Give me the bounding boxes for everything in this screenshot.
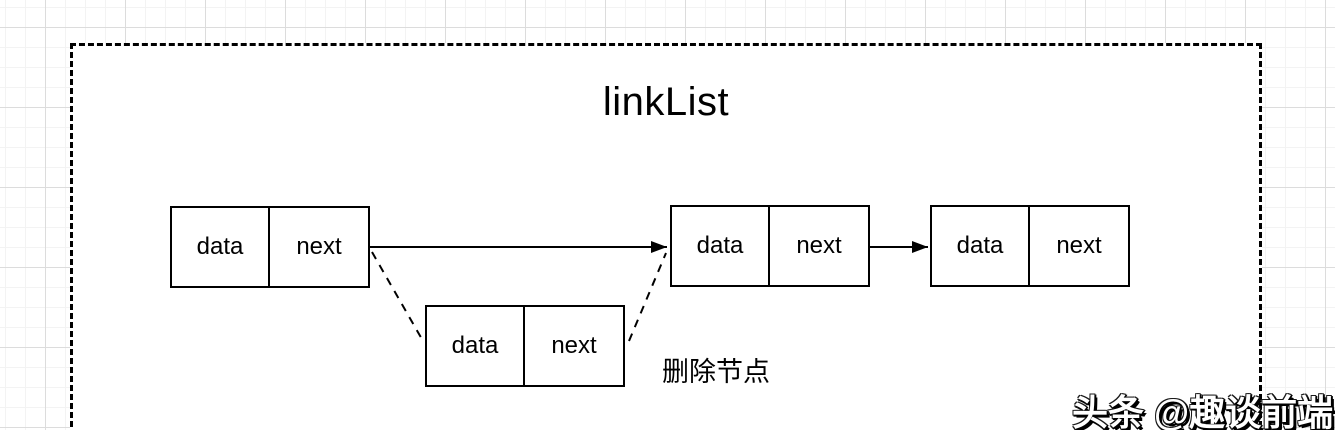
list-node-1: data next [170,206,370,288]
watermark: 头条 @趣谈前端 [1072,392,1334,430]
delete-node-label: 删除节点 [662,357,770,387]
node-1-data-cell: data [172,208,270,286]
list-node-3: data next [930,205,1130,287]
node-3-data-cell: data [932,207,1030,285]
deleted-node: data next [425,305,625,387]
node-2-data-cell: data [672,207,770,285]
node-2-next-cell: next [796,232,842,259]
deleted-node-data-cell: data [427,307,525,385]
node-1-next-cell: next [296,233,342,260]
node-3-next-cell: next [1056,232,1102,259]
deleted-node-next-cell: next [551,332,597,359]
diagram-title: linkList [602,80,730,124]
list-node-2: data next [670,205,870,287]
